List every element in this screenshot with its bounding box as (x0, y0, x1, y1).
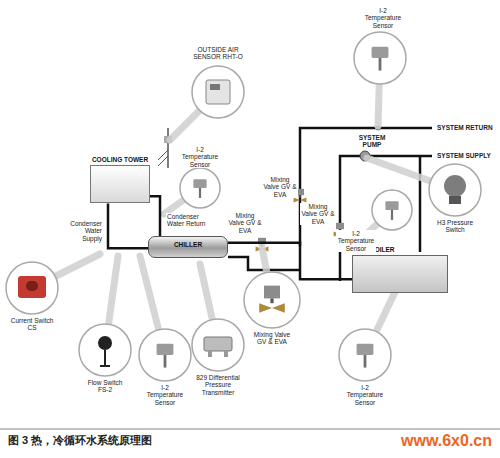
temp-sensor-icon (157, 344, 174, 368)
temp-sensor-icon (357, 344, 374, 368)
callout-label: Mixing Valve GV & EVA (262, 176, 298, 198)
callout-label: I-2 Temperature Sensor (342, 384, 388, 406)
boiler-box: BOILER (352, 246, 448, 293)
callout-label: Mixing Valve GV & EVA (250, 331, 294, 346)
callout-label: Mixing Valve GV & EVA (227, 212, 263, 234)
callout-label: I-2 Temperature Sensor (142, 384, 188, 406)
temp-sensor-icon (372, 47, 389, 71)
callout-label: I-2 Temperature Sensor (360, 7, 406, 29)
node-label: COOLING TOWER (90, 156, 150, 165)
air-sensor-icon (206, 80, 230, 104)
pipe-fittings (256, 126, 381, 252)
pipe-connector (150, 196, 160, 236)
callout-label: Flow Switch FS-2 (81, 379, 129, 394)
device-icons (18, 47, 466, 368)
mixing-valve-icon (259, 286, 285, 313)
callout-label: H3 Pressure Switch (433, 219, 477, 234)
figure-caption: 图 3 热，冷循环水系统原理图 (8, 434, 152, 447)
boiler-body (352, 255, 448, 293)
pipe-label: Condenser Water Return (166, 213, 208, 228)
callout-circle (6, 32, 481, 381)
current-switch-icon (18, 276, 46, 298)
caption-rule (0, 429, 500, 430)
chiller-box: CHILLER (148, 236, 228, 258)
callout-label: SYSTEM RETURN (436, 124, 496, 131)
callout-label: SYSTEM SUPPLY (436, 152, 496, 159)
callout-label: OUTSIDE AIR SENSOR RHT-O (185, 46, 251, 61)
pipe-label: Condenser Water Supply (63, 220, 103, 242)
tower-box: COOLING TOWER (90, 156, 150, 203)
callout-label: Current Switch CS (8, 317, 56, 332)
watermark: www.6x0.cn (383, 433, 493, 449)
tower-body (90, 165, 150, 203)
pressure-switch-icon (444, 175, 466, 197)
pressure-transmitter-icon (204, 337, 232, 351)
pipe-connector (228, 243, 352, 279)
callout-leaders (32, 58, 455, 355)
pipe-connector (108, 203, 148, 248)
callout-label: 829 Differential Pressure Transmitter (190, 374, 246, 396)
temp-sensor-icon (193, 179, 206, 198)
flow-switch-icon (98, 336, 112, 350)
node-label: CHILLER (155, 241, 221, 248)
callout-label: I-2 Temperature Sensor (179, 146, 221, 168)
callout-label: I-2 Temperature Sensor (336, 230, 376, 252)
return-pipe (300, 128, 432, 246)
temp-sensor-icon (385, 201, 398, 220)
callout-label: Mixing Valve GV & EVA (300, 203, 336, 225)
sensor-pole (158, 128, 172, 168)
boiler-pipe (419, 156, 422, 252)
callout-label: SYSTEM PUMP (357, 134, 387, 149)
